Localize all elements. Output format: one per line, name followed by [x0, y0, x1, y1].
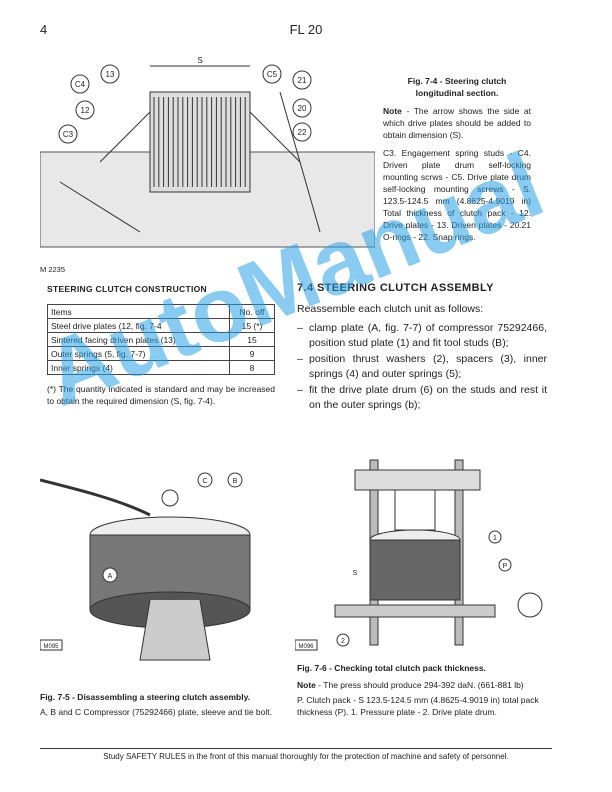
construction-footnote: (*) The quantity indicated is standard a…	[47, 384, 275, 406]
label-21: 21	[298, 76, 307, 85]
label-a: A	[108, 573, 113, 580]
label-1: 1	[493, 535, 497, 542]
fig-7-4-title: Fig. 7-4 - Steering clutch longitudinal …	[407, 76, 507, 98]
fig-7-4-caption: Fig. 7-4 - Steering clutch longitudinal …	[383, 75, 531, 243]
page-number: 4	[40, 22, 48, 37]
assembly-intro: Reassemble each clutch unit as follows:	[297, 303, 484, 315]
fig-7-4-code: M 2235	[40, 265, 66, 274]
fig-7-6-caption: Fig. 7-6 - Checking total clutch pack th…	[297, 662, 545, 718]
label-c3: C3	[63, 130, 74, 139]
label-20: 20	[298, 104, 307, 113]
note-text: - The arrow shows the side at which driv…	[383, 106, 531, 140]
label-13: 13	[106, 70, 115, 79]
cell: Inner springs (4)	[47, 360, 230, 375]
label-p: P	[503, 563, 508, 570]
fig-7-5-text: A, B and C Compressor (75292466) plate, …	[40, 707, 272, 717]
footer-text: Study SAFETY RULES in the front of this …	[103, 752, 509, 761]
assembly-step: –fit the drive plate drum (6) on the stu…	[297, 383, 547, 414]
assembly-title: 7.4 STEERING CLUTCH ASSEMBLY	[297, 282, 494, 294]
fig-7-5-code: M095	[43, 644, 59, 650]
note-label: Note	[383, 106, 402, 116]
label-12: 12	[81, 106, 90, 115]
fig-7-4-illustration: S C4 13 12 C3 C5 21 20 22	[40, 56, 375, 248]
label-b: B	[233, 478, 238, 485]
note-label: Note	[297, 680, 316, 690]
step-text: clamp plate (A, fig. 7-7) of compressor …	[309, 321, 547, 350]
note-text: - The press should produce 294-392 daN. …	[315, 680, 524, 690]
label-c5: C5	[267, 70, 278, 79]
fig-7-4-legend: C3. Engagement spring studs - C4. Driven…	[383, 148, 531, 242]
fig-7-6-code: M096	[298, 644, 314, 650]
table-row: Inner springs (4)8	[47, 360, 275, 375]
step-text: position thrust washers (2), spacers (3)…	[309, 352, 547, 381]
fig-7-5-caption: Fig. 7-5 - Disassembling a steering clut…	[40, 691, 285, 718]
label-s: S	[353, 570, 358, 577]
fig-7-5-title: Fig. 7-5 - Disassembling a steering clut…	[40, 692, 251, 702]
fig-7-5-illustration: C B A M095	[40, 472, 251, 661]
label-2: 2	[341, 638, 345, 645]
assembly-step: –clamp plate (A, fig. 7-7) of compressor…	[297, 321, 547, 352]
label-c4: C4	[75, 80, 86, 89]
fig-7-6-title: Fig. 7-6 - Checking total clutch pack th…	[297, 663, 486, 673]
construction-title: STEERING CLUTCH CONSTRUCTION	[47, 284, 207, 294]
label-22: 22	[298, 128, 307, 137]
step-text: fit the drive plate drum (6) on the stud…	[309, 383, 547, 412]
footer-divider	[40, 748, 552, 749]
cell: 8	[229, 360, 275, 375]
assembly-step: –position thrust washers (2), spacers (3…	[297, 352, 547, 383]
page-header-title: FL 20	[289, 22, 323, 37]
label-s: S	[197, 56, 202, 65]
assembly-section: 7.4 STEERING CLUTCH ASSEMBLY Reassemble …	[297, 282, 547, 414]
fig-7-6-text: P. Clutch pack - S 123.5-124.5 mm (4.862…	[297, 695, 539, 717]
label-c: C	[202, 478, 207, 485]
fig-7-6-illustration: S 1 P 2 M096	[295, 459, 543, 651]
